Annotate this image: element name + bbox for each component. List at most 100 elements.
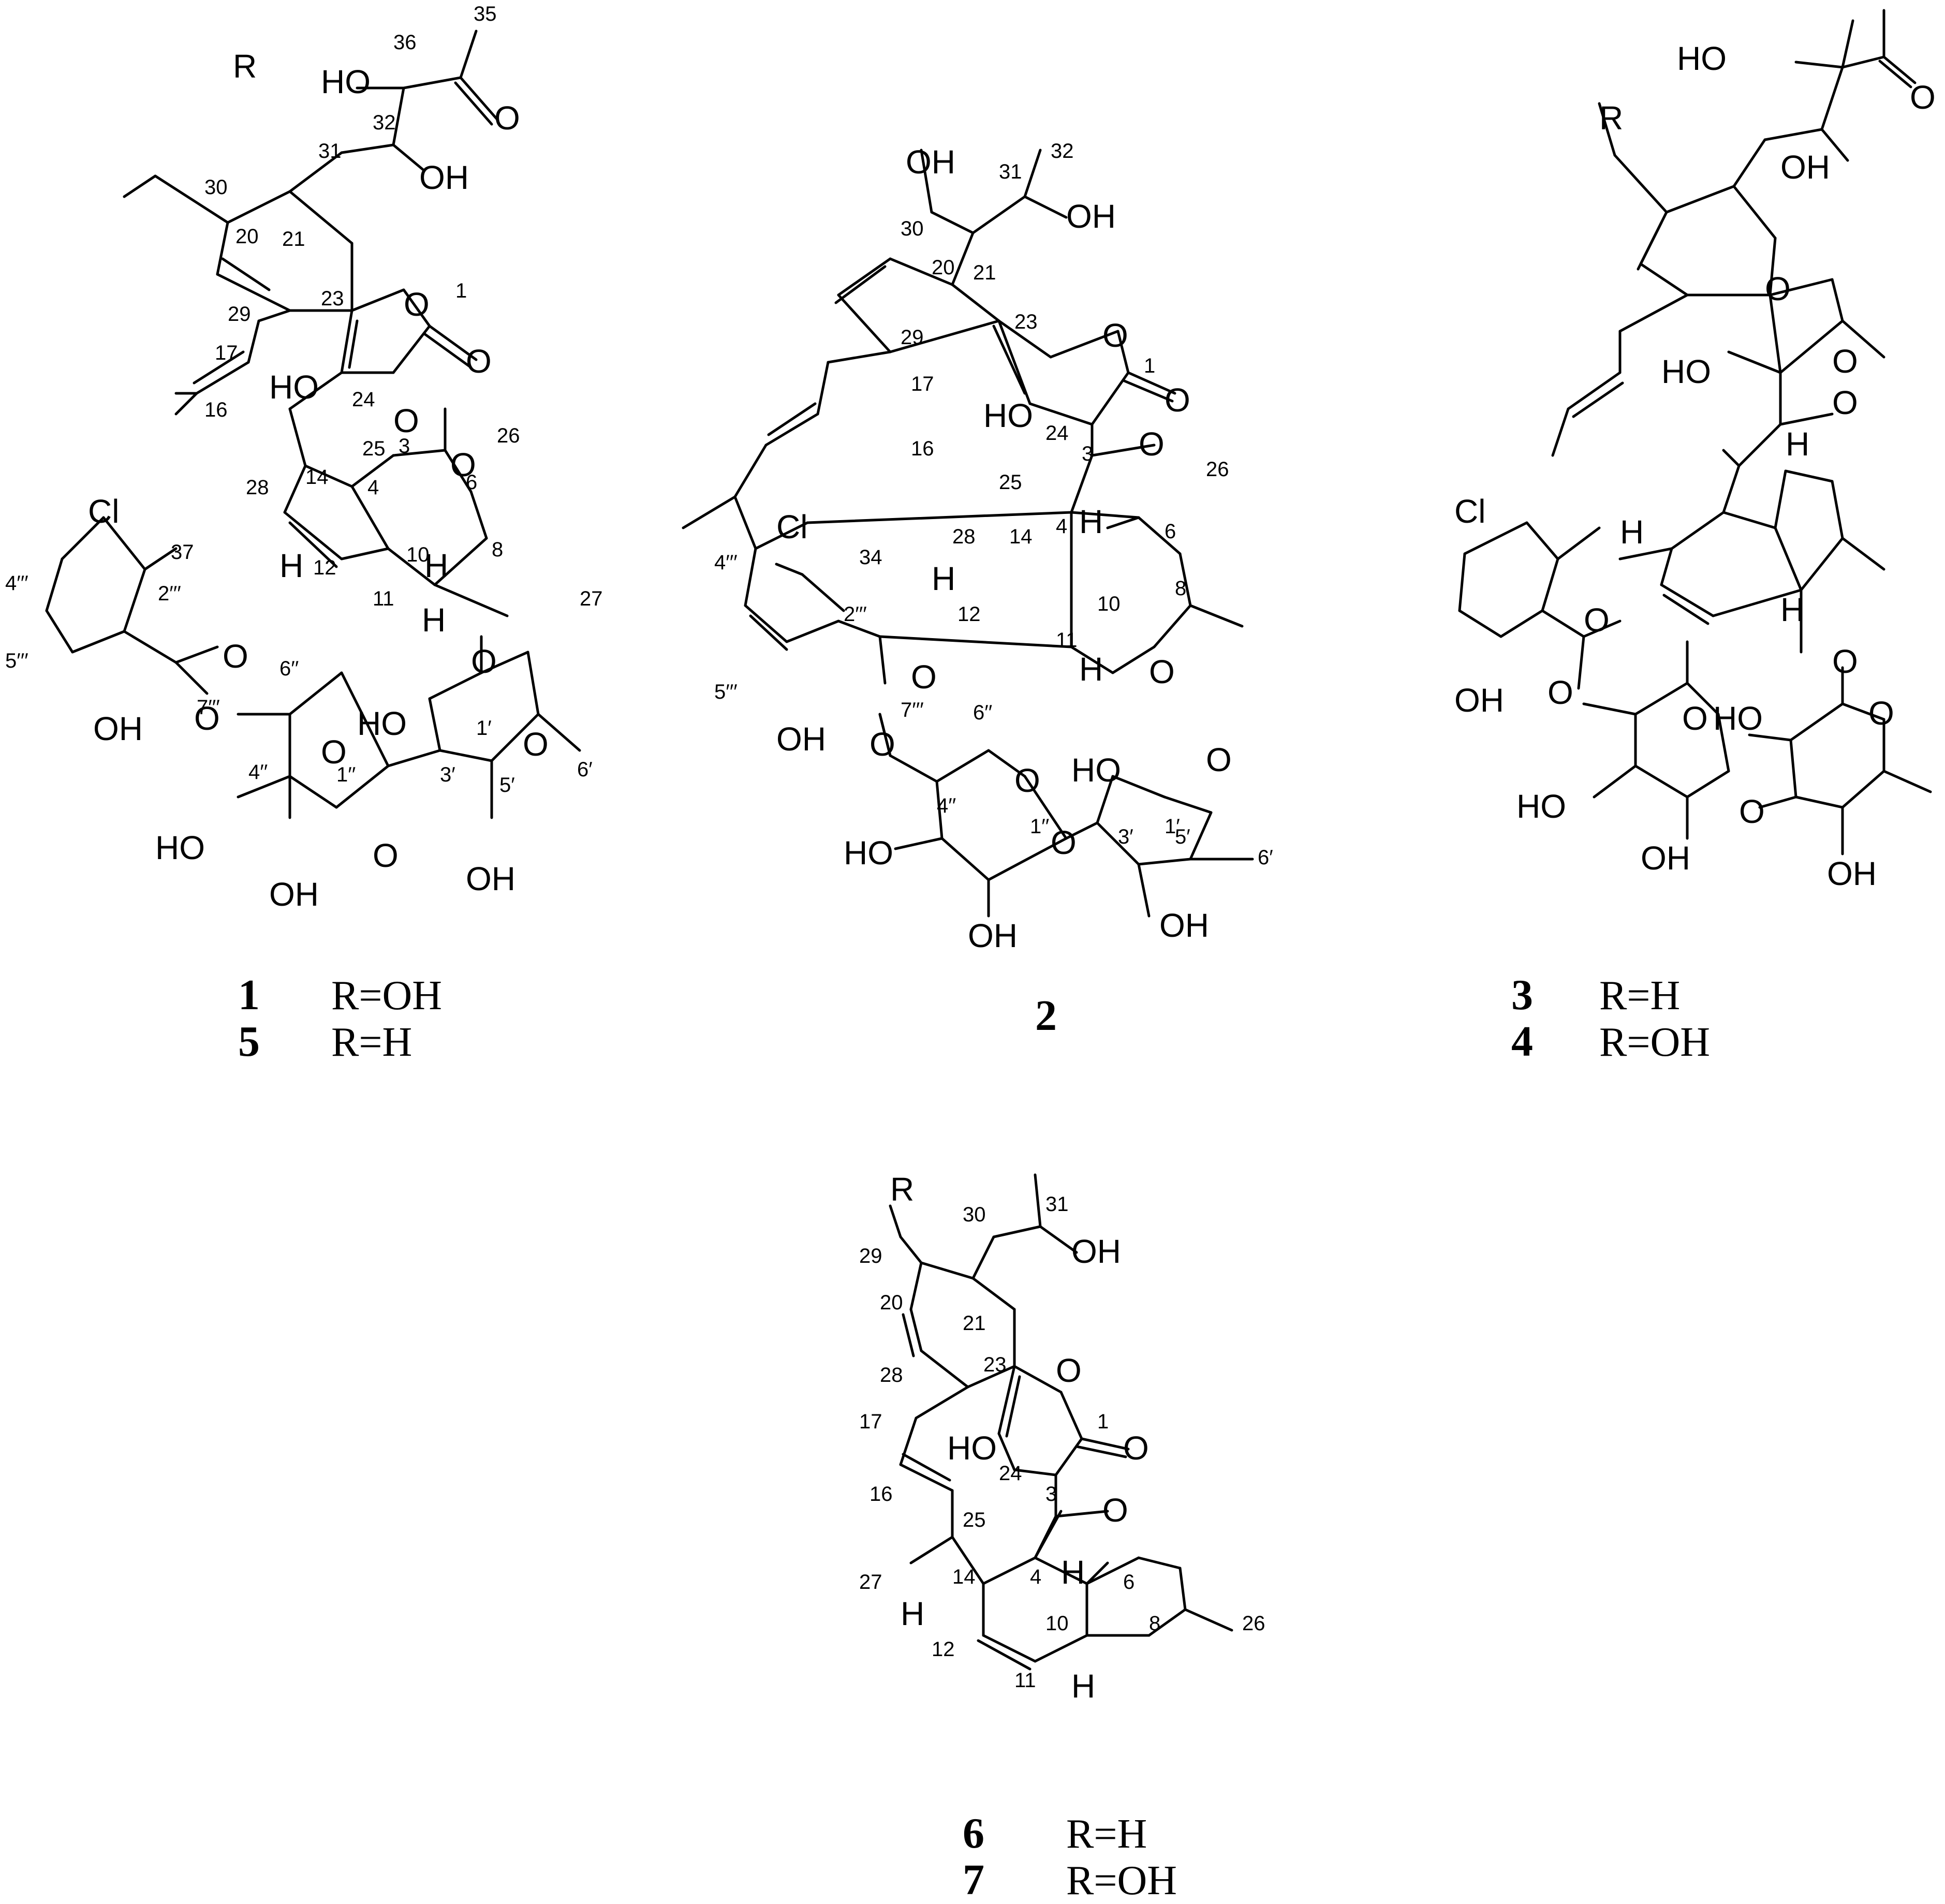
r-definition: R=OH	[331, 973, 442, 1019]
atom-number: 10	[1097, 593, 1121, 615]
hydroxyl-label: HO	[947, 1429, 997, 1467]
atom-number: 6′′	[279, 657, 299, 680]
structure-2-labels: OH OH O O HO O H H H O O HO O OH O HO OH…	[776, 143, 1232, 954]
atom-number: 25	[999, 471, 1022, 494]
atom-number: 12	[957, 603, 981, 626]
atom-number: 34	[859, 546, 882, 569]
atom-number: 10	[406, 543, 430, 566]
atom-number: 24	[352, 388, 375, 411]
atom-number: 23	[321, 287, 344, 310]
oxygen-label: O	[1102, 1492, 1128, 1529]
hydroxyl-label: OH	[776, 720, 826, 758]
hydrogen-label: H	[932, 560, 955, 597]
atom-number: 5′′′	[714, 681, 738, 703]
atom-number: 28	[880, 1364, 903, 1386]
r-group-label: R	[1599, 99, 1623, 137]
atom-number: 11	[1014, 1669, 1036, 1692]
compound-id: 1	[238, 971, 260, 1019]
hydroxyl-label: OH	[1780, 149, 1830, 186]
atom-number: 10	[1045, 1612, 1069, 1635]
atom-number: 29	[228, 303, 251, 326]
atom-number: 7′′′	[197, 696, 220, 719]
structure-2: OH OH O O HO O H H H O O HO O OH O HO OH…	[682, 140, 1273, 1040]
atom-number: 4′′	[248, 761, 268, 784]
oxygen-label: O	[393, 402, 419, 439]
atom-number: 25	[362, 437, 386, 460]
atom-number: 26	[497, 424, 520, 447]
atom-number: 31	[318, 140, 342, 163]
compound-id: 2	[1035, 992, 1057, 1040]
atom-number: 23	[983, 1353, 1007, 1376]
atom-number: 17	[859, 1410, 882, 1433]
structure-3-bonds	[1458, 9, 1932, 855]
hydroxyl-label: OH	[466, 860, 515, 897]
oxygen-label: O	[321, 733, 347, 771]
atom-number: 35	[474, 3, 497, 25]
structure-1-labels: HO OH O R O O HO O O H H H O O HO OH O O…	[88, 48, 549, 913]
atom-number: 1	[1097, 1410, 1109, 1433]
atom-number: 4′′′	[5, 572, 28, 595]
atom-number: 6′	[1258, 846, 1273, 869]
oxygen-label: O	[404, 286, 430, 323]
oxygen-label: O	[1832, 643, 1858, 680]
hydroxyl-label: HO	[269, 368, 319, 406]
oxygen-label: O	[1139, 425, 1165, 463]
structure-6-numbering: 31 30 29 20 21 23 28 17 16 1 24 3 25 27 …	[859, 1193, 1265, 1692]
caption-6-7: 6 R=H 7 R=OH	[963, 1809, 1177, 1904]
oxygen-label: O	[471, 643, 497, 680]
atom-number: 14	[305, 466, 329, 489]
atom-number: 25	[963, 1509, 986, 1531]
atom-number: 28	[246, 476, 269, 499]
hydroxyl-label: HO	[1071, 751, 1121, 789]
hydrogen-label: H	[1071, 1667, 1095, 1705]
caption-1-5: 1 R=OH 5 R=H	[238, 971, 442, 1066]
hydroxyl-label: HO	[357, 705, 407, 742]
chlorine-label: Cl	[88, 493, 119, 530]
atom-number: 2′′′	[158, 582, 181, 605]
hydroxyl-label: OH	[269, 876, 319, 913]
oxygen-label: O	[911, 658, 937, 696]
atom-number: 20	[932, 256, 955, 279]
hydrogen-label: H	[1780, 591, 1804, 628]
structure-6-bonds	[889, 1173, 1233, 1671]
hydrogen-label: H	[1079, 651, 1103, 688]
hydrogen-label: H	[1786, 425, 1809, 463]
atom-number: 12	[932, 1638, 955, 1661]
atom-number: 1	[455, 279, 467, 302]
hydroxyl-label: OH	[93, 710, 143, 747]
atom-number: 7′′′	[901, 699, 924, 721]
structure-6-7: R OH O O HO O H H H 31 30 29 20 21 23 28…	[859, 1171, 1265, 1904]
caption-3-4: 3 R=H 4 R=OH	[1511, 971, 1710, 1066]
oxygen-label: O	[1584, 601, 1610, 639]
atom-number: 1	[1144, 355, 1155, 377]
atom-number: 32	[373, 111, 396, 134]
atom-number: 16	[204, 398, 228, 421]
compound-id: 7	[963, 1856, 984, 1904]
structure-1-5: HO OH O R O O HO O O H H H O O HO OH O O…	[5, 3, 603, 1066]
hydrogen-label: H	[1061, 1554, 1085, 1591]
oxygen-label: O	[1832, 384, 1858, 421]
atom-number: 26	[1206, 458, 1229, 481]
atom-number: 5′′′	[5, 650, 28, 672]
oxygen-label: O	[466, 343, 492, 380]
oxygen-label: O	[223, 638, 248, 675]
atom-number: 16	[870, 1483, 893, 1506]
atom-number: 8	[1149, 1612, 1160, 1635]
atom-number: 24	[1045, 422, 1069, 445]
atom-number: 6	[1123, 1571, 1134, 1593]
atom-number: 32	[1051, 140, 1074, 163]
atom-number: 5′	[499, 774, 515, 796]
atom-number: 27	[580, 587, 603, 610]
atom-number: 3	[1045, 1483, 1057, 1506]
r-group-label: R	[890, 1171, 914, 1208]
structure-2-numbering: 32 31 30 20 21 23 29 17 16 1 24 3 25 26 …	[714, 140, 1273, 869]
oxygen-label: O	[1206, 741, 1232, 778]
atom-number: 23	[1014, 311, 1038, 333]
structure-6-labels: R OH O O HO O H H H	[890, 1171, 1149, 1705]
atom-number: 30	[963, 1203, 986, 1226]
atom-number: 6′	[577, 758, 593, 781]
atom-number: 3′	[440, 763, 455, 786]
hydroxyl-label: OH	[1827, 855, 1877, 892]
oxygen-label: O	[1868, 695, 1894, 732]
